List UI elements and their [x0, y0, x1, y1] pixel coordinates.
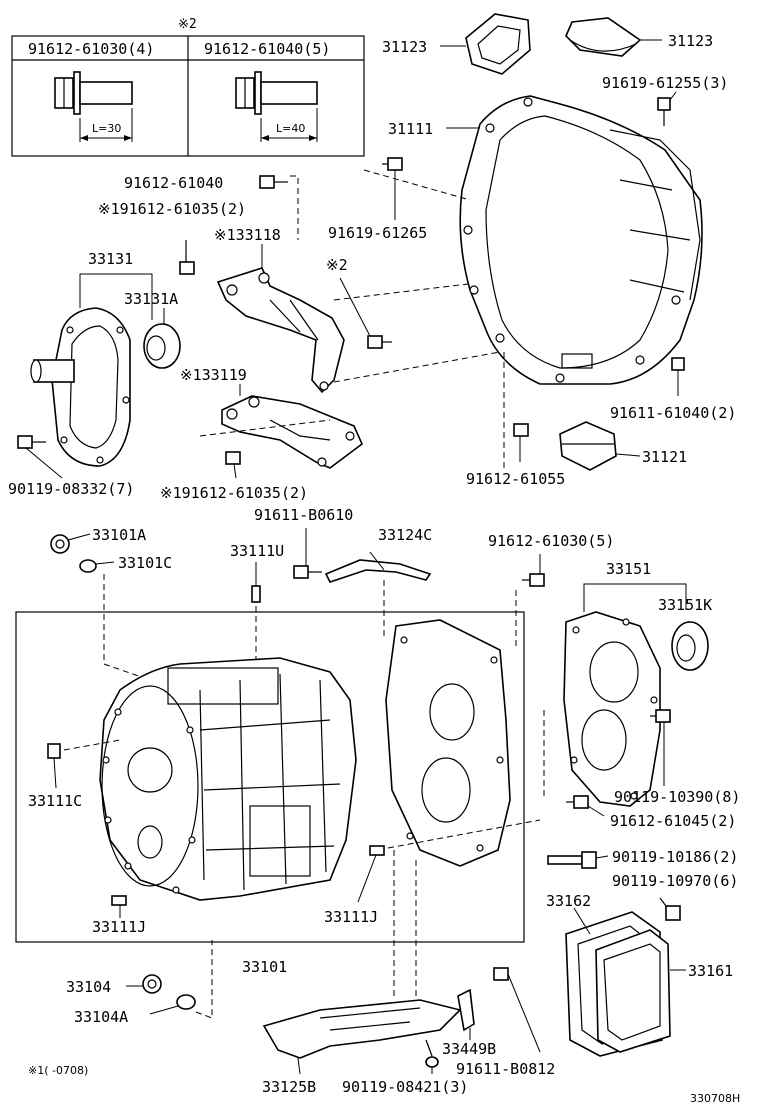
label-33101: 33101: [242, 958, 287, 976]
bolt-91612-61035-a: [179, 240, 195, 275]
part-33151-extension-housing: [563, 583, 687, 807]
label-90119-08332: 90119-08332(7): [8, 480, 134, 498]
bolt-91612-61045: [566, 795, 605, 817]
label-33131: 33131: [88, 250, 133, 268]
label-mark-2: ※2: [326, 256, 348, 274]
label-33101c: 33101C: [118, 554, 172, 572]
label-33111j-b: 33111J: [324, 908, 378, 926]
label-33111u: 33111U: [230, 542, 284, 560]
label-33111j-a: 33111J: [92, 918, 146, 936]
part-33449b-bracket: [457, 988, 475, 1040]
part-33118-bracket: [216, 244, 345, 394]
label-90119-10186: 90119-10186(2): [612, 848, 738, 866]
label-33104a: 33104A: [74, 1008, 128, 1026]
label-90119-10390: 90119-10390(8): [614, 788, 740, 806]
label-33151k: 33151K: [658, 596, 712, 614]
part-33151k-oil-seal: [671, 621, 709, 671]
bolt-91612-61040-top: [259, 175, 288, 189]
label-91612-61055: 91612-61055: [466, 470, 565, 488]
bolt-90119-10390: [650, 709, 671, 786]
label-33125b: 33125B: [262, 1078, 316, 1096]
bolt-icon-l30: [54, 71, 133, 142]
diagram-id: 330708H: [690, 1092, 740, 1105]
part-31123-boot-right: [565, 17, 662, 57]
bolt-91619-61255: [657, 91, 677, 126]
bolt-90119-10970: [659, 897, 681, 921]
washer-33104a: [149, 994, 196, 1015]
label-33131a: 33131A: [124, 290, 178, 308]
bolt-length-legend: ※2 91612-61030(4) 91612-61040(5) L=30: [11, 17, 365, 157]
label-91619-61265: 91619-61265: [328, 224, 427, 242]
bolt-91612-61055: [513, 423, 529, 462]
bolt-91612-61030: [522, 554, 545, 587]
label-33449b: 33449B: [442, 1040, 496, 1058]
label-90119-08421: 90119-08421(3): [342, 1078, 468, 1096]
label-91611-b0610: 91611-B0610: [254, 506, 353, 524]
footnote: ※1( -0708): [28, 1064, 88, 1077]
pin-33111j-left: [111, 895, 127, 918]
part-33131a-oil-seal: [143, 308, 181, 369]
washer-33101c: [79, 559, 115, 573]
pin-33111j-right: [357, 845, 385, 903]
part-33119-bracket: [221, 384, 363, 469]
part-33125b-guide: [262, 999, 462, 1075]
label-91612-61035-b: ※191612-61035(2): [160, 484, 308, 502]
label-33162: 33162: [546, 892, 591, 910]
label-33151: 33151: [606, 560, 651, 578]
nut-33101a: [50, 533, 91, 554]
pin-33111u: [251, 562, 261, 603]
bolt-91611-b0812: [493, 967, 541, 1053]
part-33131-front-cover: [30, 273, 153, 467]
part-33101-transmission-case: [99, 657, 357, 901]
part-33124c-lever: [324, 551, 432, 583]
label-91611-61040: 91611-61040(2): [610, 404, 736, 422]
label-91611-b0812: 91611-B0812: [456, 1060, 555, 1078]
label-33101a: 33101A: [92, 526, 146, 544]
bolt-90119-08332: [17, 435, 63, 479]
bolt-91611-b0610: [293, 528, 322, 579]
bolt-91619-61265: [382, 157, 403, 220]
legend-left-length: L=30: [92, 122, 121, 135]
label-90119-10970: 90119-10970(6): [612, 872, 738, 890]
label-33111c: 33111C: [28, 792, 82, 810]
part-31111-clutch-housing: [446, 95, 703, 385]
bolt-90119-08421: [425, 1039, 439, 1074]
label-91612-61035-a: ※191612-61035(2): [98, 200, 246, 218]
bolt-mark2: [339, 277, 392, 349]
label-33104: 33104: [66, 978, 111, 996]
label-33124c: 33124C: [378, 526, 432, 544]
bolt-91611-61040: [671, 357, 685, 396]
part-intermediate-plate: [385, 619, 511, 867]
label-91612-61040-top: 91612-61040: [124, 174, 223, 192]
part-31121-boot: [559, 421, 641, 471]
part-31123-boot-left: [440, 13, 531, 75]
assembly-box-33101: [15, 611, 525, 943]
label-31111: 31111: [388, 120, 433, 138]
label-31121: 31121: [642, 448, 687, 466]
legend-right-length: L=40: [276, 122, 305, 135]
label-91612-61045: 91612-61045(2): [610, 812, 736, 830]
label-31123-b: 31123: [668, 32, 713, 50]
bolt-91612-61035-b: [225, 451, 241, 479]
legend-mark: ※2: [178, 17, 197, 32]
legend-right-part: 91612-61040(5): [204, 40, 330, 58]
label-33161: 33161: [688, 962, 733, 980]
label-33119: ※133119: [180, 366, 247, 384]
label-31123-a: 31123: [382, 38, 427, 56]
pin-33111c: [47, 743, 61, 789]
label-91612-61030: 91612-61030(5): [488, 532, 614, 550]
label-33118: ※133118: [214, 226, 281, 244]
legend-left-part: 91612-61030(4): [28, 40, 154, 58]
label-91619-61255: 91619-61255(3): [602, 74, 728, 92]
nut-33104: [126, 974, 162, 994]
bolt-icon-l40: [235, 71, 318, 142]
part-33161-cover: [595, 929, 686, 1053]
bolt-90119-10186: [547, 851, 609, 869]
